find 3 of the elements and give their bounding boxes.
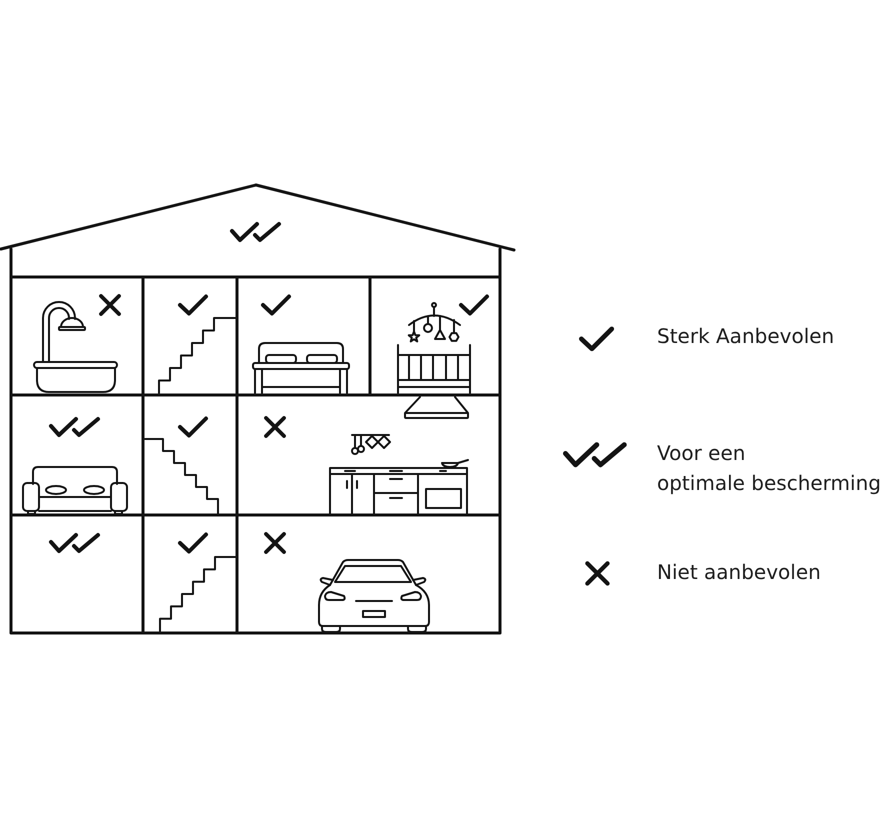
legend-label: Sterk Aanbevolen [657, 323, 834, 350]
legend-label: Voor een optimale bescherming [657, 440, 882, 497]
legend-label: Niet aanbevolen [657, 559, 821, 586]
